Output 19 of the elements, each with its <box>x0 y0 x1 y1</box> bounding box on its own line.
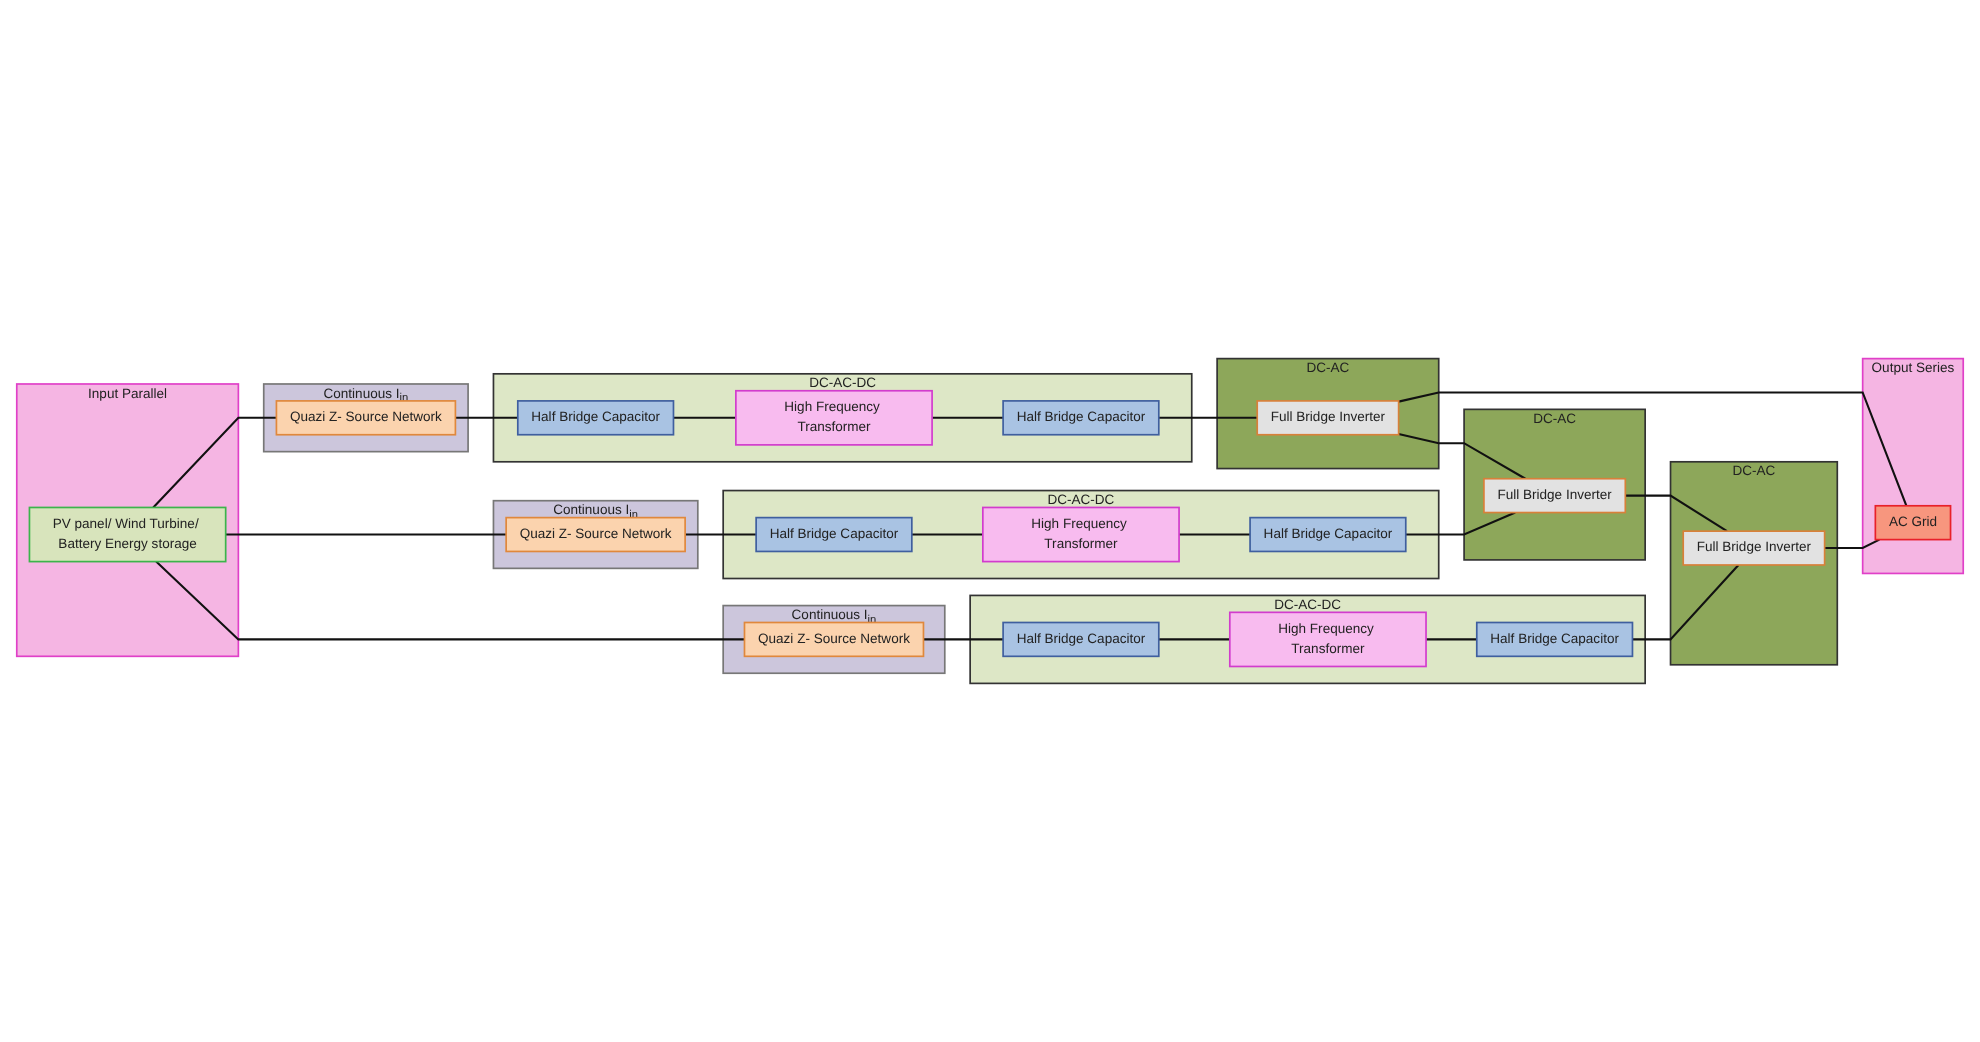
connector <box>455 416 518 419</box>
connector <box>1158 416 1258 419</box>
connector <box>923 638 1004 641</box>
connector <box>911 533 983 536</box>
connector <box>932 416 1004 419</box>
connector <box>1426 638 1477 641</box>
connector <box>685 533 757 536</box>
connector <box>1824 538 1880 550</box>
connector <box>1405 511 1516 536</box>
connector <box>152 416 277 509</box>
connector <box>1632 564 1740 641</box>
connector <box>1179 533 1251 536</box>
connector <box>1398 391 1908 507</box>
connector <box>225 533 507 536</box>
connector <box>673 416 736 419</box>
connector <box>1625 494 1728 533</box>
connector <box>1158 638 1230 641</box>
connector <box>1398 432 1526 480</box>
connector <box>155 560 745 641</box>
